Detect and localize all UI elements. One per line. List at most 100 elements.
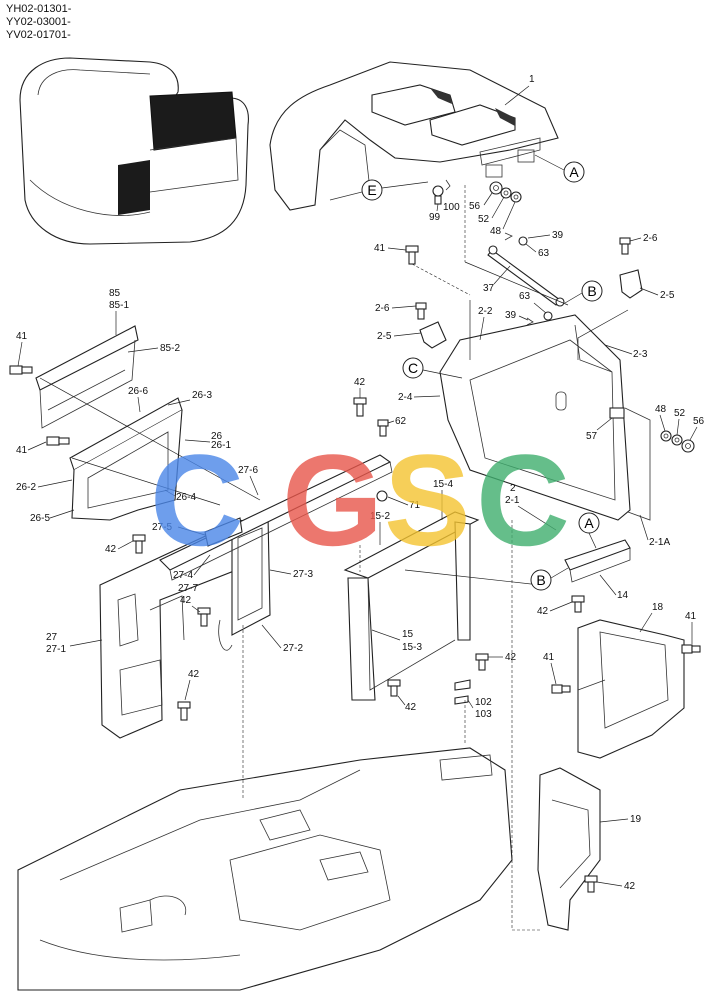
callout-circle: A xyxy=(578,512,600,534)
svg-text:B: B xyxy=(587,283,596,299)
part-label: 2-6 xyxy=(643,233,658,244)
hinge-bracket-right xyxy=(619,237,643,299)
part-label: 99 xyxy=(429,212,441,223)
part-label: 41 xyxy=(16,445,28,456)
part-labels: 1 99 100 56 52 48 39 63 41 37 2-6 2-5 63… xyxy=(16,74,705,892)
part-label: 85-2 xyxy=(160,343,180,354)
part-label: 102 xyxy=(475,697,492,708)
part-label: 19 xyxy=(630,814,642,825)
part-label: 2-4 xyxy=(398,392,413,403)
part-label: 39 xyxy=(505,310,517,321)
part-label: 63 xyxy=(519,291,531,302)
part-label: 62 xyxy=(395,416,407,427)
gas-strut-part-37 xyxy=(487,232,565,326)
part-label: 2-1A xyxy=(649,537,670,548)
part-label: 37 xyxy=(483,283,495,294)
callout-circle: E xyxy=(361,179,383,201)
part-label: 56 xyxy=(469,201,481,212)
projection-lines xyxy=(39,261,629,931)
part-label: 27 xyxy=(46,632,58,643)
part-label: 26-2 xyxy=(16,482,36,493)
machine-overview-thumbnail xyxy=(19,57,249,245)
part-label: 42 xyxy=(105,544,117,555)
part-label: 41 xyxy=(543,652,555,663)
part-label: 42 xyxy=(354,377,366,388)
part-label: 42 xyxy=(188,669,200,680)
part-label: 26-3 xyxy=(192,390,212,401)
cover-part-19 xyxy=(537,767,601,931)
serial-number: YY02-03001- xyxy=(6,16,71,28)
machine-base-frame xyxy=(17,747,513,991)
part-label: 100 xyxy=(443,202,460,213)
watermark-letter: S xyxy=(384,427,471,573)
part-label: 42 xyxy=(624,881,636,892)
bolt xyxy=(584,875,598,893)
serial-number: YV02-01701- xyxy=(6,29,71,41)
part-label: 42 xyxy=(505,652,517,663)
washer-stack-right xyxy=(660,430,695,453)
part-label: 26-1 xyxy=(211,440,231,451)
part-label: 15-2 xyxy=(370,511,390,522)
hinge-bracket-left xyxy=(415,302,447,349)
panel-part-85 xyxy=(35,325,139,429)
watermark-letter: C xyxy=(476,427,570,573)
part-label: 56 xyxy=(693,416,705,427)
bolt xyxy=(551,644,701,694)
svg-text:A: A xyxy=(569,164,579,180)
part-label: 2 xyxy=(510,483,516,494)
part-label: 52 xyxy=(674,408,686,419)
svg-text:C: C xyxy=(408,360,418,376)
part-label: 15 xyxy=(402,629,414,640)
part-label: 2-2 xyxy=(478,306,493,317)
part-label: 48 xyxy=(490,226,502,237)
part-label: 15-3 xyxy=(402,642,422,653)
circle-callouts: A B C E A B xyxy=(361,154,603,591)
callout-circle: B xyxy=(581,280,603,302)
part-label: 26-5 xyxy=(30,513,50,524)
part-label: 15-4 xyxy=(433,479,453,490)
part-label: 48 xyxy=(655,404,667,415)
part-label: 39 xyxy=(552,230,564,241)
watermark: C G S C xyxy=(150,427,570,573)
side-door-part-2 xyxy=(439,314,651,521)
callout-circle: A xyxy=(563,161,585,183)
part-label: 14 xyxy=(617,590,629,601)
serial-number: YH02-01301- xyxy=(6,3,72,15)
callout-circle: B xyxy=(530,569,552,591)
panel-part-26 xyxy=(69,397,183,521)
part-label: 27-6 xyxy=(238,465,258,476)
part-label: 2-6 xyxy=(375,303,390,314)
watermark-letter: G xyxy=(282,427,383,573)
callout-circle: C xyxy=(402,357,424,379)
part-label: 26-6 xyxy=(128,386,148,397)
part-label: 27-7 xyxy=(178,583,198,594)
bolt xyxy=(132,534,211,721)
svg-text:E: E xyxy=(367,182,376,198)
part-label: 2-5 xyxy=(660,290,675,301)
svg-text:A: A xyxy=(584,515,594,531)
part-label: 42 xyxy=(180,595,192,606)
bolt xyxy=(9,365,70,446)
part-label: 18 xyxy=(652,602,664,613)
part-label: 41 xyxy=(685,611,697,622)
part-label: 42 xyxy=(537,606,549,617)
part-label: 2-5 xyxy=(377,331,392,342)
part-label: 27-2 xyxy=(283,643,303,654)
part-label: 27-1 xyxy=(46,644,66,655)
part-label: 41 xyxy=(374,243,386,254)
cross-rail-part-27-6 xyxy=(159,454,393,581)
top-cover-part-1 xyxy=(269,61,559,211)
part-label: 26 xyxy=(211,431,223,442)
part-label: 27-4 xyxy=(173,570,193,581)
part-label: 41 xyxy=(16,331,28,342)
watermark-letter: C xyxy=(150,427,244,573)
part-label: 71 xyxy=(409,500,421,511)
part-label: 85 xyxy=(109,288,121,299)
part-label: 27-3 xyxy=(293,569,313,580)
support-stand-part-15 xyxy=(343,511,480,701)
cover-hardware xyxy=(432,179,522,262)
svg-text:B: B xyxy=(536,572,545,588)
cover-part-18 xyxy=(577,619,685,759)
part-label: 26-4 xyxy=(176,492,196,503)
